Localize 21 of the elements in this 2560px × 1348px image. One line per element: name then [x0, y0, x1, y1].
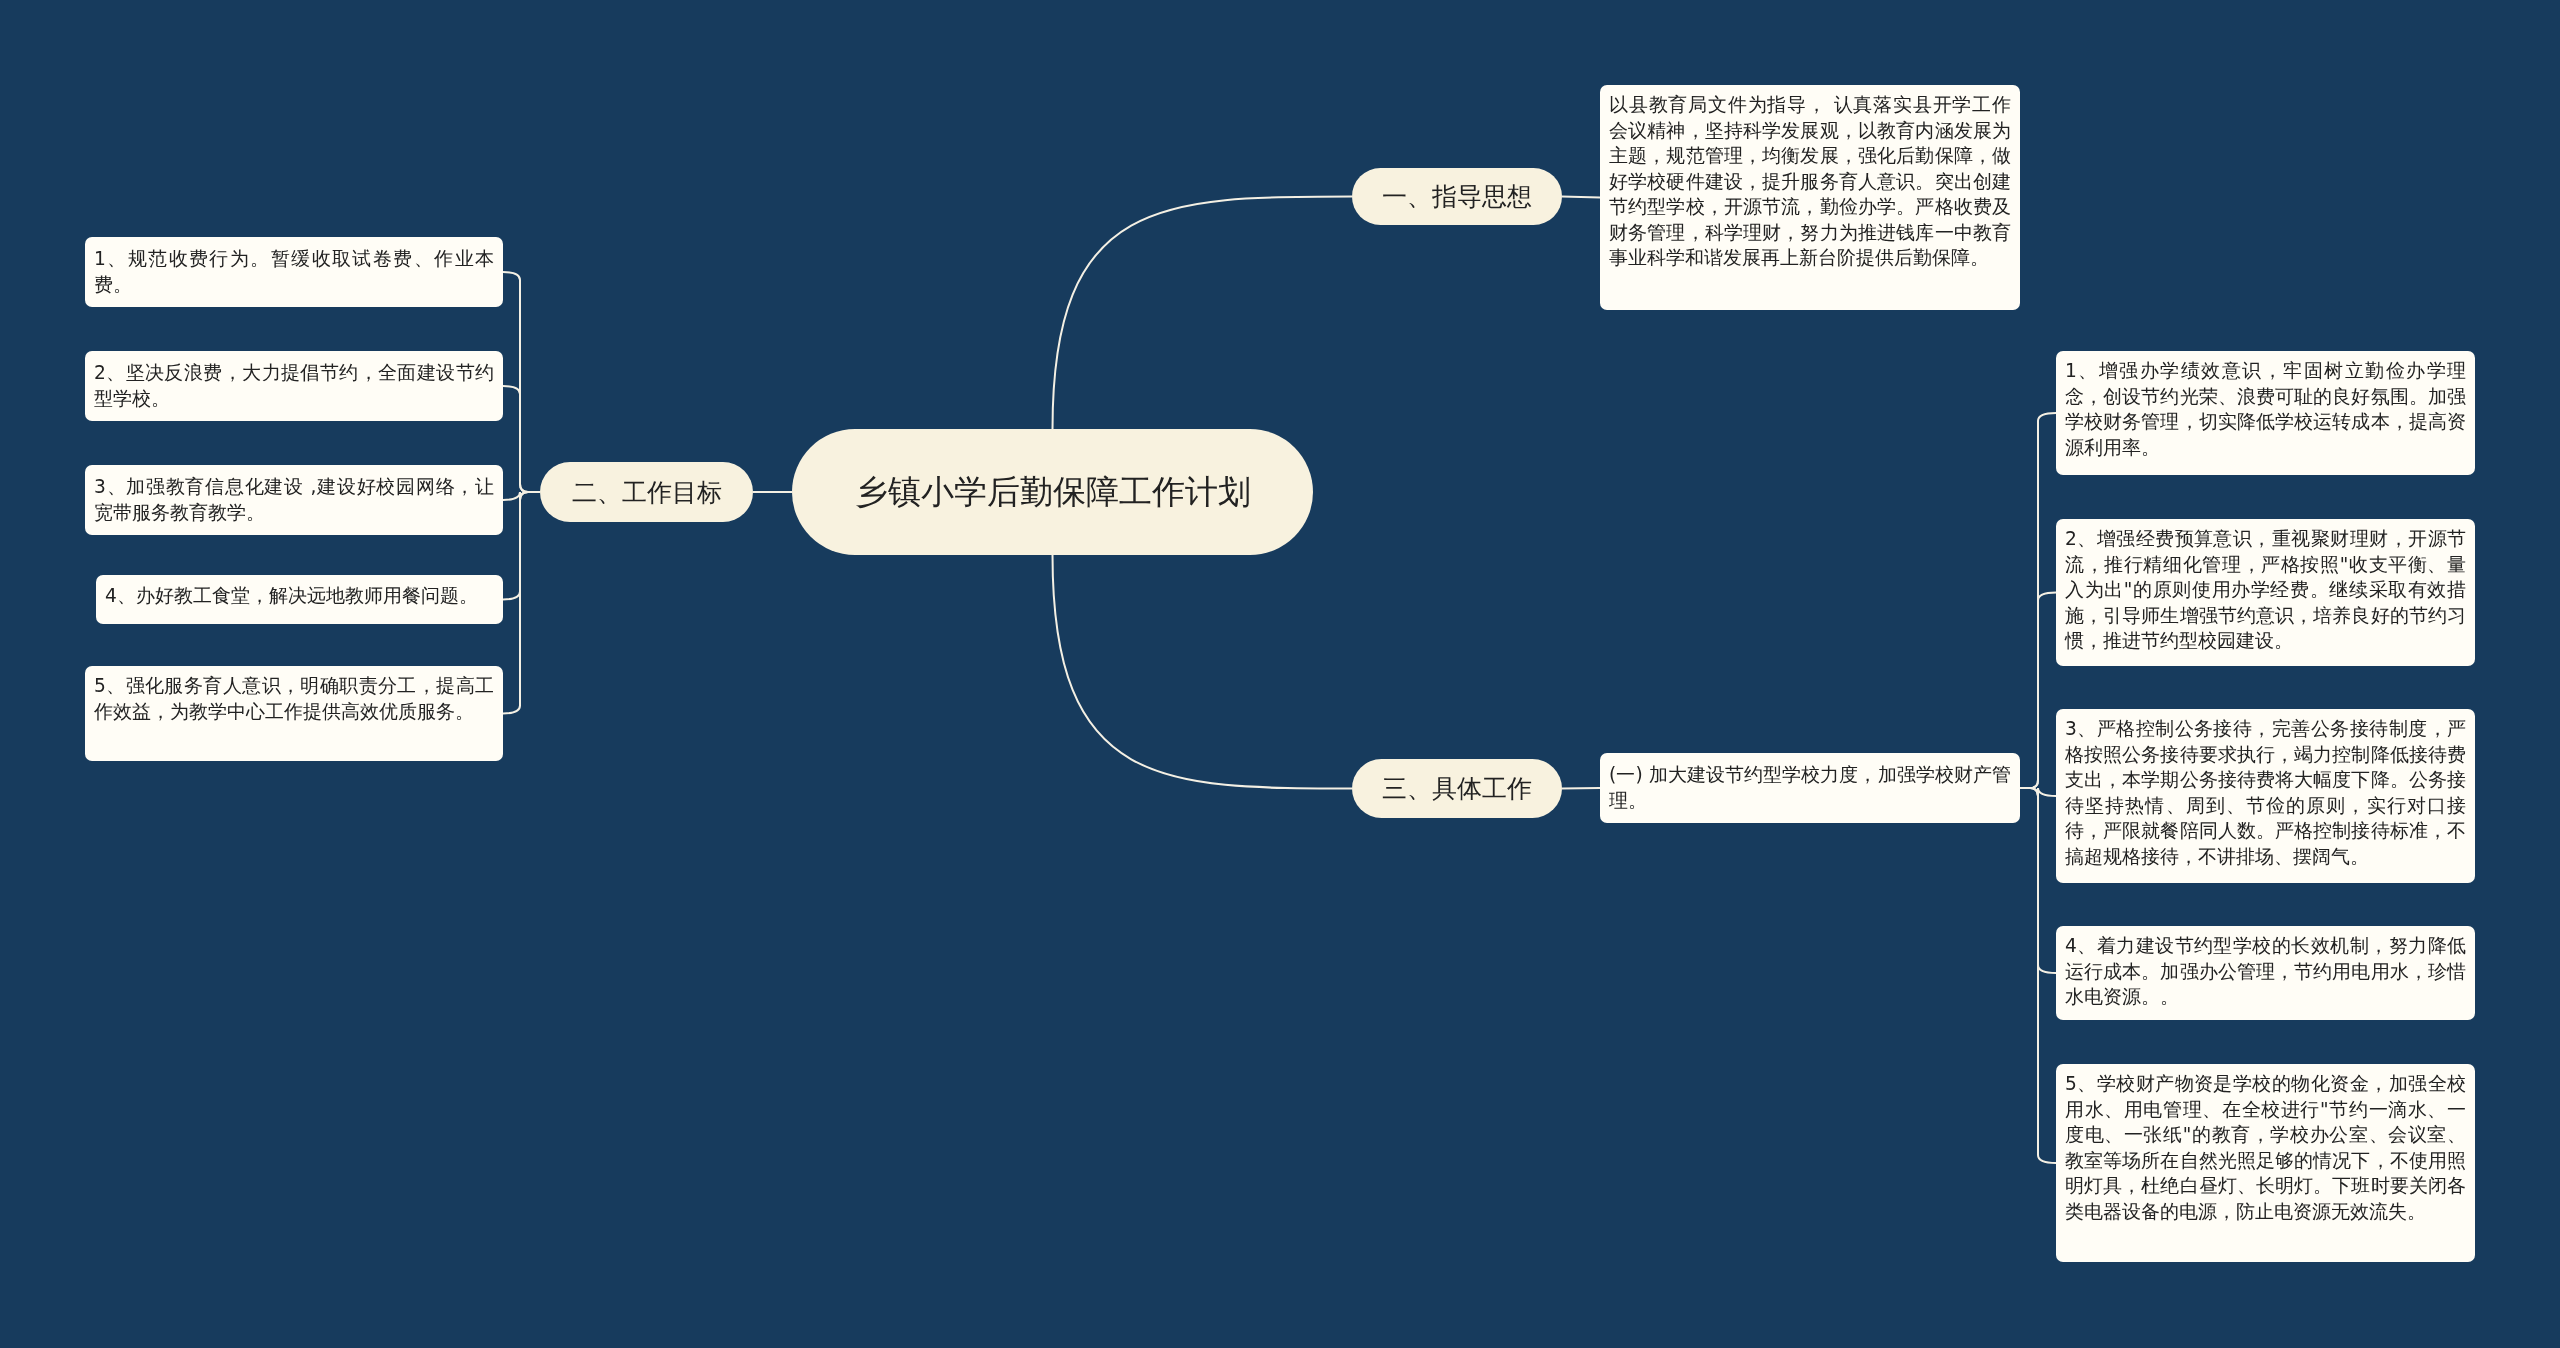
- connector-line: [1561, 787, 1601, 790]
- text-card: 5、强化服务育人意识，明确职责分工，提高工作效益，为教学中心工作提供高效优质服务。: [85, 666, 503, 761]
- central-topic-box: 乡镇小学后勤保障工作计划: [792, 429, 1313, 555]
- connector-line: [1561, 195, 1601, 199]
- text-card: 以县教育局文件为指导， 认真落实县开学工作会议精神，坚持科学发展观，以教育内涵发展为主题，规范管理，均衡发展，强化后勤保障，做好学校硬件建设，提升服务育人意识。突出创建节约型学校，开源节流，勤俭办学。严格收费及财务管理，科学理财，努力为推进钱库一中教育事业科学和谐发展再上新台阶提供后勤保障。: [1600, 85, 2020, 310]
- text-card: 2、坚决反浪费，大力提倡节约，全面建设节约型学校。: [85, 351, 503, 421]
- text-card: (一) 加大建设节约型学校力度，加强学校财产管理。: [1600, 753, 2020, 823]
- text-card: 4、办好教工食堂，解决远地教师用餐问题。: [96, 575, 503, 624]
- connector-line: [1051, 195, 1353, 430]
- connector-line: [752, 491, 793, 493]
- branch-topic-box: 一、指导思想: [1352, 168, 1562, 225]
- text-card: 3、加强教育信息化建设 ,建设好校园网络，让宽带服务教育教学。: [85, 465, 503, 535]
- text-card: 5、学校财产物资是学校的物化资金，加强全校用水、用电管理、在全校进行"节约一滴水、一度电、一张纸"的教育，学校办公室、会议室、教室等场所在自然光照足够的情况下，不使用照明灯具，杜绝白昼灯、长明灯。下班时要关闭各类电器设备的电源，防止电资源无效流失。: [2056, 1064, 2475, 1262]
- text-card: 1、增强办学绩效意识，牢固树立勤俭办学理念，创设节约光荣、浪费可耻的良好氛围。加强学校财务管理，切实降低学校运转成本，提高资源利用率。: [2056, 351, 2475, 475]
- branch-topic-box: 三、具体工作: [1352, 759, 1562, 818]
- text-card: 2、增强经费预算意识，重视聚财理财，开源节流，推行精细化管理，严格按照"收支平衡、量入为出"的原则使用办学经费。继续采取有效措施，引导师生增强节约意识，培养良好的节约习惯，推进节约型校园建设。: [2056, 519, 2475, 666]
- branch-topic-box: 二、工作目标: [540, 462, 753, 522]
- connector-line: [1051, 554, 1353, 790]
- text-card: 3、严格控制公务接待，完善公务接待制度，严格按照公务接待要求执行，竭力控制降低接待费支出，本学期公务接待费将大幅度下降。公务接待坚持热情、周到、节俭的原则，实行对口接待，严限就餐陪同人数。严格控制接待标准，不搞超规格接待，不讲排场、摆阔气。: [2056, 709, 2475, 883]
- text-card: 1、规范收费行为。暂缓收取试卷费、作业本费。: [85, 237, 503, 307]
- text-card: 4、着力建设节约型学校的长效机制，努力降低运行成本。加强办公管理，节约用电用水，珍惜水电资源。。: [2056, 926, 2475, 1020]
